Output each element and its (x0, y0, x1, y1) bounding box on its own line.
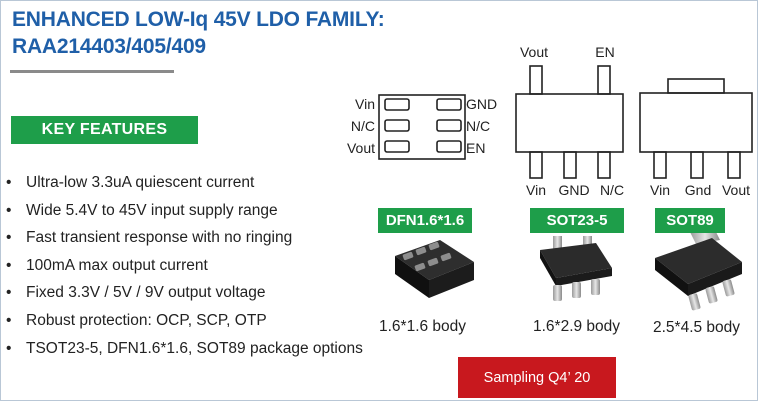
sot23-pin-label: EN (595, 44, 614, 60)
sot23-pinout-diagram: Vout EN Vin GND N/C (515, 44, 624, 198)
sot23-pin-label: Vin (526, 182, 546, 198)
sot89-lead (727, 151, 741, 179)
sot89-package-tag: SOT89 (655, 208, 725, 233)
sot89-pin-label: Vout (722, 182, 750, 198)
title-line-1: ENHANCED LOW-Iq 45V LDO FAMILY: (12, 8, 385, 31)
sot23-lead (529, 151, 543, 179)
sot89-chip-image (655, 228, 742, 311)
sot23-body-outline (515, 93, 624, 153)
bullet-icon: • (6, 229, 12, 247)
dfn-pin-label: N/C (351, 118, 375, 134)
bullet-icon: • (6, 256, 12, 274)
dfn-pin-label: N/C (466, 118, 490, 134)
dfn-pin-label: Vout (347, 140, 375, 156)
bullet-icon: • (6, 201, 12, 219)
dfn-pad (436, 119, 462, 132)
bullet-icon: • (6, 339, 12, 357)
dfn-pad (436, 98, 462, 111)
sot89-lead (653, 151, 667, 179)
feature-item: • Wide 5.4V to 45V input supply range (6, 200, 363, 228)
sot89-lead (690, 151, 704, 179)
sot23-chip-image (540, 236, 612, 301)
sot89-tab (667, 78, 725, 94)
bullet-icon: • (6, 284, 12, 302)
feature-item: • Fast transient response with no ringing (6, 227, 363, 255)
sot23-package-tag: SOT23-5 (530, 208, 624, 233)
feature-text: TSOT23-5, DFN1.6*1.6, SOT89 package opti… (26, 339, 363, 357)
sot89-body-outline (639, 92, 753, 153)
sot23-lead (597, 65, 611, 95)
sampling-badge: Sampling Q4’ 20 (458, 357, 616, 398)
feature-text: 100mA max output current (26, 256, 208, 274)
feature-item: • Fixed 3.3V / 5V / 9V output voltage (6, 282, 363, 310)
feature-text: Wide 5.4V to 45V input supply range (26, 201, 278, 219)
sot89-body-size: 2.5*4.5 body (653, 319, 741, 336)
dfn-package-tag: DFN1.6*1.6 (378, 208, 472, 233)
dfn-pin-label: EN (466, 140, 485, 156)
sot23-pin-label: Vout (520, 44, 548, 60)
feature-text: Ultra-low 3.3uA quiescent current (26, 174, 255, 191)
feature-text: Fixed 3.3V / 5V / 9V output voltage (26, 284, 266, 302)
slide-title: ENHANCED LOW-Iq 45V LDO FAMILY: RAA21440… (12, 6, 385, 60)
feature-list: • Ultra-low 3.3uA quiescent current • Wide… (6, 172, 363, 365)
dfn-pad (436, 140, 462, 153)
feature-item: • TSOT23-5, DFN1.6*1.6, SOT89 package opt… (6, 338, 363, 366)
dfn-pad (384, 140, 410, 153)
sot89-pin-label: Gnd (685, 182, 711, 198)
sot23-pin-label: N/C (600, 182, 624, 198)
feature-item: • Robust protection: OCP, SCP, OTP (6, 310, 363, 338)
feature-text: Robust protection: OCP, SCP, OTP (26, 311, 267, 329)
dfn-pin-label: Vin (355, 96, 375, 112)
feature-item: • Ultra-low 3.3uA quiescent current (6, 172, 363, 200)
bullet-icon: • (6, 174, 12, 191)
sot23-lead (597, 151, 611, 179)
dfn-chip-image (395, 240, 474, 298)
sot23-body-size: 1.6*2.9 body (533, 318, 621, 335)
sot23-pin-label: GND (558, 182, 589, 198)
dfn-pin-label: GND (466, 96, 497, 112)
feature-item: • 100mA max output current (6, 255, 363, 283)
dfn-outline (378, 94, 466, 160)
sot23-lead (563, 151, 577, 179)
dfn-pinout-diagram: Vin N/C Vout GND N/C EN (347, 94, 497, 160)
bullet-icon: • (6, 311, 12, 329)
sot23-lead (529, 65, 543, 95)
title-line-2: RAA214403/405/409 (12, 35, 206, 58)
dfn-pad (384, 119, 410, 132)
feature-text: Fast transient response with no ringing (26, 229, 293, 247)
key-features-heading: KEY FEATURES (11, 116, 198, 144)
sot89-pin-label: Vin (650, 182, 670, 198)
title-underline (10, 70, 174, 73)
sot89-pinout-diagram: Vin Gnd Vout (639, 78, 753, 198)
dfn-pad (384, 98, 410, 111)
dfn-body-size: 1.6*1.6 body (379, 318, 467, 335)
